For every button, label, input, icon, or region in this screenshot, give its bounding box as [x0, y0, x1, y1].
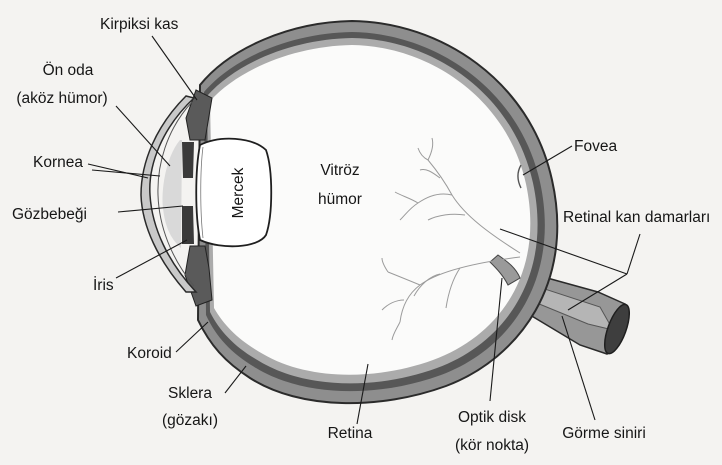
label-optic-disc-1: Optik disk: [458, 409, 526, 426]
vitreous-label-line1: Vitröz: [320, 162, 359, 179]
label-choroid: Koroid: [127, 345, 172, 362]
label-cornea: Kornea: [33, 154, 83, 171]
label-retinal-vessels: Retinal kan damarları: [563, 209, 710, 226]
anterior-chamber: [163, 140, 182, 248]
label-sclera-1: Sklera: [168, 385, 212, 402]
label-pupil: Gözbebeği: [12, 206, 87, 223]
label-iris: İris: [93, 276, 114, 294]
iris: [182, 142, 194, 244]
label-optic-disc-2: (kör nokta): [455, 437, 529, 454]
label-ciliary-muscle: Kirpiksi kas: [100, 16, 179, 33]
label-sclera-2: (gözakı): [162, 412, 218, 429]
label-fovea: Fovea: [574, 138, 617, 155]
lens-label: Mercek: [230, 167, 247, 218]
label-anterior-chamber-2: (aköz hümor): [16, 90, 107, 107]
label-anterior-chamber-1: Ön oda: [43, 61, 94, 79]
vitreous-label-line2: hümor: [318, 191, 362, 208]
label-retina: Retina: [328, 425, 373, 442]
label-optic-nerve: Görme siniri: [562, 425, 646, 442]
